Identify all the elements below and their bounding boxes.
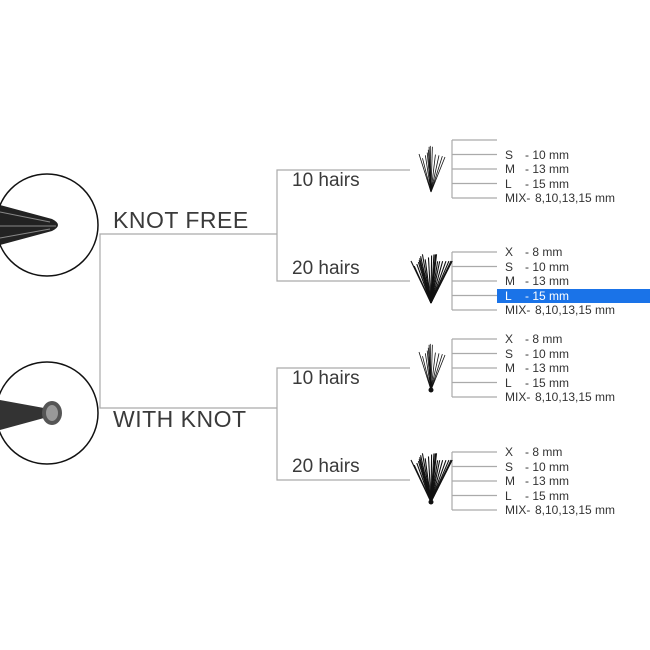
length: - 10 mm bbox=[525, 459, 570, 474]
size-code: S bbox=[505, 147, 514, 162]
length: - 13 mm bbox=[525, 274, 570, 288]
size-option-mix[interactable]: MIX- 8,10,13,15 mm bbox=[497, 191, 650, 205]
length: - 13 mm bbox=[525, 474, 570, 488]
length: - 10 mm bbox=[525, 259, 570, 274]
size-code: X bbox=[505, 445, 514, 459]
size-code: S bbox=[505, 346, 514, 361]
size-option-blank[interactable] bbox=[497, 133, 650, 147]
length: 8,10,13,15 mm bbox=[535, 191, 616, 205]
size-code: MIX- bbox=[505, 191, 531, 205]
size-code: S bbox=[505, 259, 514, 274]
size-option-mix[interactable]: MIX- 8,10,13,15 mm bbox=[497, 390, 650, 404]
length: - 15 mm bbox=[525, 176, 570, 191]
option-bracket bbox=[451, 338, 497, 398]
length: - 8 mm bbox=[525, 245, 563, 259]
option-bracket bbox=[451, 451, 497, 511]
length: 8,10,13,15 mm bbox=[535, 303, 616, 317]
size-option-mix[interactable]: MIX- 8,10,13,15 mm bbox=[497, 503, 650, 517]
size-option-l[interactable]: L - 15 mm bbox=[497, 288, 650, 303]
size-code: L bbox=[505, 488, 512, 503]
group-label: 20 hairs bbox=[292, 258, 360, 279]
size-option-s[interactable]: S - 10 mm bbox=[497, 347, 650, 361]
length: - 10 mm bbox=[525, 147, 570, 162]
with-knot-bracket bbox=[276, 367, 410, 481]
size-code: L bbox=[505, 176, 512, 191]
size-option-m[interactable]: M - 13 mm bbox=[497, 162, 650, 176]
size-code: M bbox=[505, 474, 515, 488]
length: - 13 mm bbox=[525, 162, 570, 176]
length: 8,10,13,15 mm bbox=[535, 503, 616, 517]
size-code: M bbox=[505, 274, 515, 288]
lash-tuft-10-icon bbox=[418, 145, 446, 193]
size-code: S bbox=[505, 459, 514, 474]
size-option-s[interactable]: S - 10 mm bbox=[497, 460, 650, 474]
category-knot-free: KNOT FREE bbox=[113, 207, 249, 233]
group-label: 10 hairs bbox=[292, 170, 360, 191]
length: - 8 mm bbox=[525, 445, 563, 459]
size-option-x[interactable]: X - 8 mm bbox=[497, 245, 650, 259]
knot-free-bracket bbox=[276, 169, 410, 282]
knot-free-closeup-icon bbox=[0, 173, 99, 277]
category-with-knot: WITH KNOT bbox=[113, 406, 247, 432]
size-option-x[interactable]: X - 8 mm bbox=[497, 445, 650, 459]
length: - 15 mm bbox=[525, 488, 570, 503]
size-option-mix[interactable]: MIX- 8,10,13,15 mm bbox=[497, 303, 650, 317]
size-option-m[interactable]: M - 13 mm bbox=[497, 274, 650, 288]
size-option-l[interactable]: L - 15 mm bbox=[497, 489, 650, 503]
size-option-l[interactable]: L - 15 mm bbox=[497, 376, 650, 390]
size-option-x[interactable]: X - 8 mm bbox=[497, 332, 650, 346]
size-code: MIX- bbox=[505, 503, 531, 517]
size-option-l[interactable]: L - 15 mm bbox=[497, 177, 650, 191]
size-code: X bbox=[505, 245, 514, 259]
size-code: L bbox=[505, 288, 512, 303]
length: - 15 mm bbox=[525, 375, 570, 390]
size-code: M bbox=[505, 162, 515, 176]
root-bracket bbox=[99, 233, 277, 409]
size-option-s[interactable]: S - 10 mm bbox=[497, 260, 650, 274]
size-code: M bbox=[505, 361, 515, 375]
size-code: X bbox=[505, 332, 514, 346]
with-knot-closeup-icon bbox=[0, 361, 99, 465]
size-code: MIX- bbox=[505, 390, 531, 404]
group-label: 20 hairs bbox=[292, 456, 360, 477]
lash-tuft-20-icon bbox=[410, 254, 453, 304]
length: - 13 mm bbox=[525, 361, 570, 375]
size-option-s[interactable]: S - 10 mm bbox=[497, 148, 650, 162]
size-code: L bbox=[505, 375, 512, 390]
option-bracket bbox=[451, 251, 497, 311]
lash-tuft-20-knot-icon bbox=[410, 453, 453, 505]
length: - 15 mm bbox=[525, 288, 570, 303]
length: 8,10,13,15 mm bbox=[535, 390, 616, 404]
lash-tuft-10-knot-icon bbox=[418, 343, 446, 393]
size-code: MIX- bbox=[505, 303, 531, 317]
size-option-m[interactable]: M - 13 mm bbox=[497, 361, 650, 375]
group-label: 10 hairs bbox=[292, 368, 360, 389]
length: - 8 mm bbox=[525, 332, 563, 346]
length: - 10 mm bbox=[525, 346, 570, 361]
option-bracket bbox=[451, 139, 497, 199]
size-option-m[interactable]: M - 13 mm bbox=[497, 474, 650, 488]
